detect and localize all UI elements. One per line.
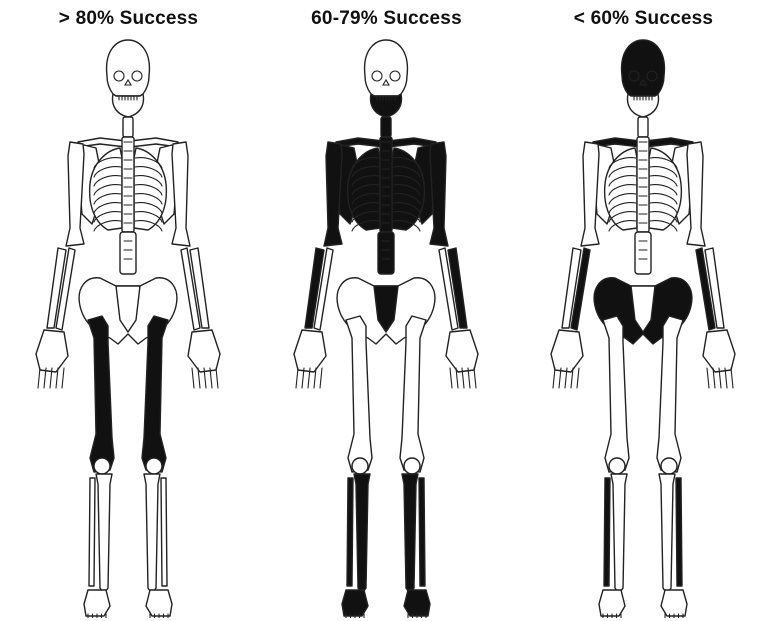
panel-1: > 80% Success bbox=[0, 0, 257, 621]
right-humerus bbox=[430, 142, 448, 246]
right-foot bbox=[404, 590, 430, 616]
left-humerus bbox=[66, 142, 84, 246]
right-hand bbox=[446, 330, 478, 372]
lumbar-vertebrae bbox=[635, 232, 651, 274]
right-femur bbox=[142, 316, 168, 472]
cervical-vertebrae bbox=[638, 117, 648, 137]
right-tibia bbox=[402, 474, 418, 594]
left-patella bbox=[352, 458, 368, 474]
left-hand bbox=[36, 330, 68, 372]
skeleton-diagram bbox=[515, 38, 772, 618]
right-fibula bbox=[419, 478, 425, 586]
right-patella bbox=[404, 458, 420, 474]
left-humerus bbox=[324, 142, 342, 246]
right-patella bbox=[661, 458, 677, 474]
skeleton-diagram bbox=[0, 38, 257, 618]
right-humerus bbox=[687, 142, 705, 246]
right-foot bbox=[661, 590, 687, 616]
left-patella bbox=[609, 458, 625, 474]
right-femur bbox=[400, 316, 426, 472]
left-fibula bbox=[604, 478, 610, 586]
right-humerus bbox=[172, 142, 190, 246]
right-fibula bbox=[161, 478, 167, 586]
left-patella bbox=[94, 458, 110, 474]
right-patella bbox=[146, 458, 162, 474]
left-foot bbox=[342, 590, 368, 616]
cranium bbox=[622, 40, 665, 96]
skeleton-diagram bbox=[258, 38, 515, 618]
cranium bbox=[365, 40, 408, 96]
left-tibia bbox=[611, 474, 627, 594]
left-femur bbox=[88, 316, 114, 472]
right-fibula bbox=[676, 478, 682, 586]
left-humerus bbox=[581, 142, 599, 246]
left-fibula bbox=[89, 478, 95, 586]
panel-title: < 60% Success bbox=[515, 8, 772, 30]
right-tibia bbox=[144, 474, 160, 594]
right-hand bbox=[703, 330, 735, 372]
cervical-vertebrae bbox=[381, 117, 391, 137]
left-foot bbox=[84, 590, 110, 616]
left-hand bbox=[551, 330, 583, 372]
lumbar-vertebrae bbox=[378, 232, 394, 274]
lumbar-vertebrae bbox=[120, 232, 136, 274]
right-foot bbox=[146, 590, 172, 616]
left-tibia bbox=[96, 474, 112, 594]
cervical-vertebrae bbox=[123, 117, 133, 137]
panel-3: < 60% Success bbox=[515, 0, 772, 621]
left-fibula bbox=[347, 478, 353, 586]
panel-title: > 80% Success bbox=[0, 8, 257, 30]
right-tibia bbox=[659, 474, 675, 594]
left-femur bbox=[346, 316, 372, 472]
panel-2: 60-79% Success bbox=[258, 0, 515, 621]
right-femur bbox=[657, 316, 683, 472]
left-femur bbox=[603, 316, 629, 472]
left-tibia bbox=[354, 474, 370, 594]
panel-title: 60-79% Success bbox=[258, 8, 515, 30]
right-hand bbox=[188, 330, 220, 372]
cranium bbox=[107, 40, 150, 96]
left-hand bbox=[294, 330, 326, 372]
left-foot bbox=[599, 590, 625, 616]
